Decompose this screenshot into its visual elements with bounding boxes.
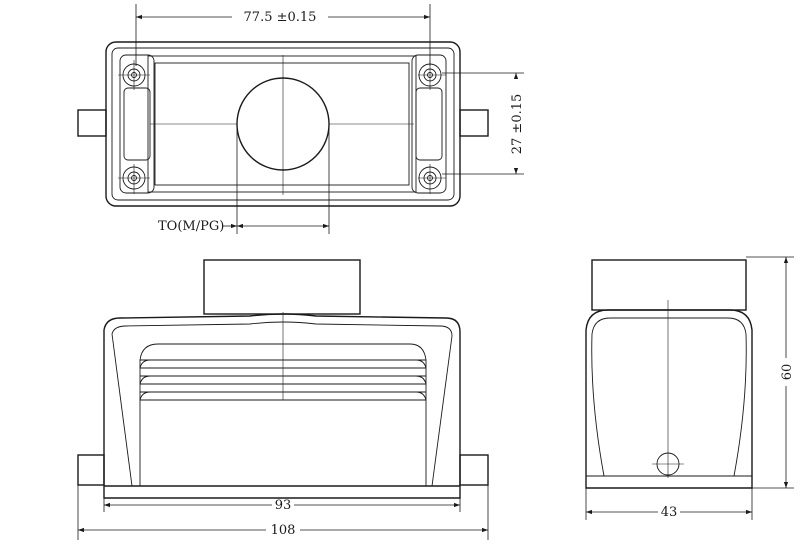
dim-side-width: 43 — [661, 505, 678, 520]
dim-top-width: 77.5 ±0.15 — [244, 10, 317, 25]
dim-thread: TO(M/PG) — [158, 219, 224, 234]
dim-base-inner: 93 — [275, 498, 292, 513]
top-view: 77.5 ±0.15 27 ±0.15 TO(M/PG) — [77, 4, 525, 234]
front-view: 93 108 — [77, 259, 489, 540]
dim-side-height: 60 — [780, 364, 795, 381]
dim-top-height: 27 ±0.15 — [510, 94, 525, 155]
dim-base-outer: 108 — [271, 523, 296, 538]
side-view: 43 60 — [585, 256, 795, 520]
